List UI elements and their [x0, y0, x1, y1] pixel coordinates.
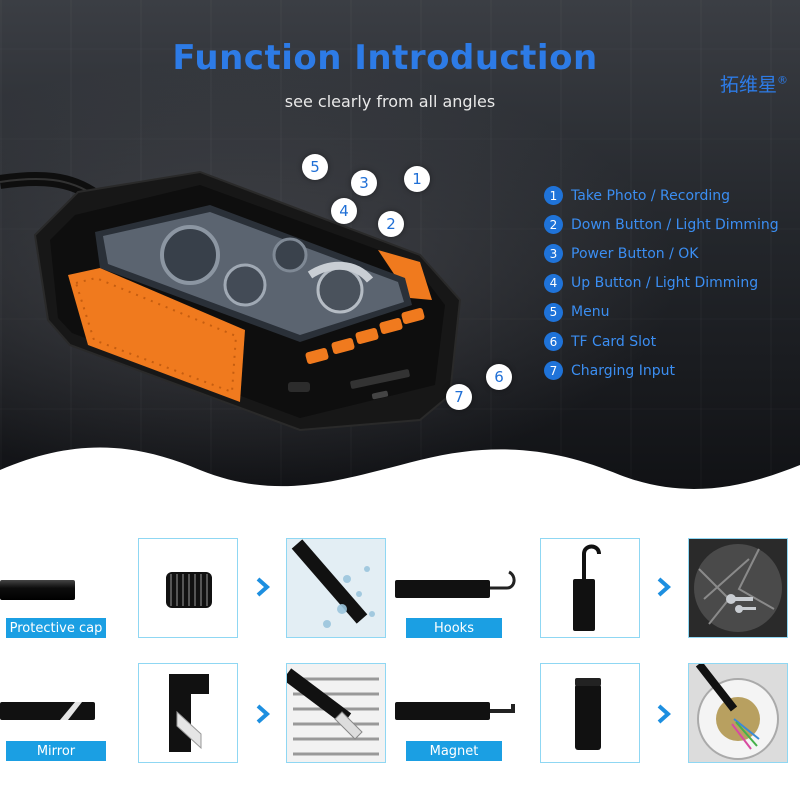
- chevron-right-icon: [256, 577, 270, 597]
- label-hooks: Hooks: [406, 618, 502, 638]
- legend-label: Up Button / Light Dimming: [571, 275, 759, 292]
- callout-6: 6: [486, 364, 512, 390]
- waterproof-probe-image: [286, 538, 386, 638]
- chevron-right-icon: [657, 577, 671, 597]
- function-legend: 1 Take Photo / Recording 2 Down Button / L…: [544, 181, 779, 385]
- hero-section: Function Introduction see clearly from a…: [0, 0, 800, 500]
- chevron-right-icon: [657, 704, 671, 724]
- protective-cap-image: [138, 538, 238, 638]
- mirror-probe-image: [0, 702, 95, 720]
- hook-icon: [573, 544, 601, 631]
- legend-number: 5: [544, 302, 563, 322]
- page-subtitle: see clearly from all angles: [284, 92, 496, 111]
- legend-item: 7 Charging Input: [544, 356, 779, 385]
- legend-number: 4: [544, 273, 563, 293]
- callout-5: 5: [302, 154, 328, 180]
- protective-cap-icon: [166, 572, 212, 608]
- legend-item: 5 Menu: [544, 298, 779, 327]
- chevron-right-icon: [256, 704, 270, 724]
- callout-1: 1: [404, 166, 430, 192]
- legend-number: 6: [544, 332, 563, 352]
- legend-item: 3 Power Button / OK: [544, 239, 779, 268]
- callout-3: 3: [351, 170, 377, 196]
- hook-probe-image: [395, 570, 516, 598]
- callout-2: 2: [378, 211, 404, 237]
- mirror-accessory-image: [138, 663, 238, 763]
- legend-item: 4 Up Button / Light Dimming: [544, 269, 779, 298]
- label-magnet: Magnet: [406, 741, 502, 761]
- brand-logo: 拓维星®: [720, 70, 788, 97]
- legend-number: 7: [544, 361, 563, 381]
- legend-label: Menu: [571, 304, 610, 321]
- registered-mark: ®: [777, 73, 788, 87]
- label-mirror: Mirror: [6, 741, 106, 761]
- endoscope-device: [0, 170, 462, 432]
- legend-number: 2: [544, 215, 563, 235]
- legend-label: Charging Input: [571, 362, 675, 379]
- legend-item: 6 TF Card Slot: [544, 327, 779, 356]
- magnet-accessory-image: [540, 663, 640, 763]
- mirror-reading-text-image: [286, 663, 386, 763]
- callout-4: 4: [331, 198, 357, 224]
- drain-pickup-icon: [689, 664, 787, 762]
- legend-number: 1: [544, 186, 563, 206]
- legend-label: Power Button / OK: [571, 245, 699, 262]
- wave-divider: [0, 447, 800, 510]
- magnet-icon: [575, 678, 601, 750]
- legend-item: 1 Take Photo / Recording: [544, 181, 779, 210]
- legend-label: Take Photo / Recording: [571, 187, 731, 204]
- probe-cable: [0, 580, 75, 600]
- page-title: Function Introduction: [172, 38, 598, 78]
- text-page-icon: [287, 664, 385, 762]
- legend-label: Down Button / Light Dimming: [571, 216, 779, 233]
- legend-label: TF Card Slot: [571, 333, 657, 350]
- mirror-icon: [169, 674, 209, 752]
- callout-7: 7: [446, 384, 472, 410]
- legend-number: 3: [544, 244, 563, 264]
- keys-in-pipe-icon: [689, 539, 787, 637]
- magnet-probe-image: [395, 702, 515, 720]
- legend-item: 2 Down Button / Light Dimming: [544, 210, 779, 239]
- hook-retrieving-keys-image: [688, 538, 788, 638]
- water-splash-icon: [287, 539, 385, 637]
- hook-accessory-image: [540, 538, 640, 638]
- magnet-retrieving-parts-image: [688, 663, 788, 763]
- brand-name: 拓维星: [719, 74, 777, 96]
- label-protective-cap: Protective cap: [6, 618, 106, 638]
